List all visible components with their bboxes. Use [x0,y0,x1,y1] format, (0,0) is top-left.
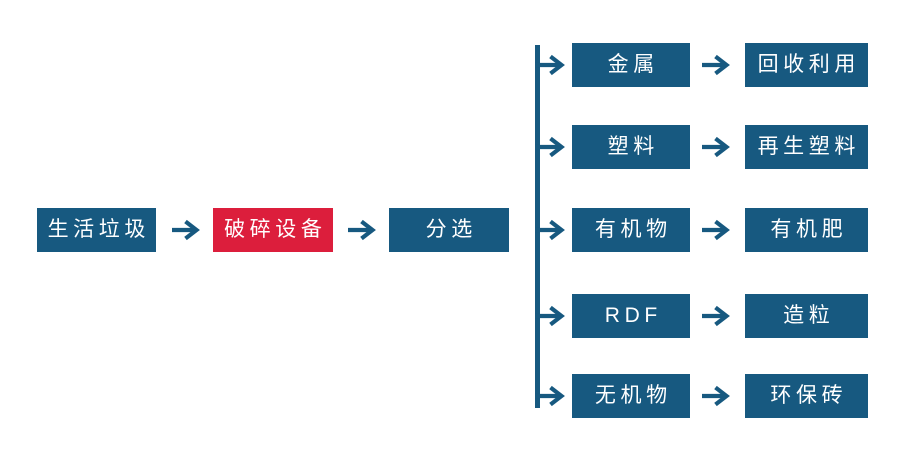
node-crushing-equipment: 破碎设备 [213,208,333,252]
branch-category-box: 塑料 [572,125,690,169]
branch-arrow-icon [535,52,567,78]
node-household-waste: 生活垃圾 [37,208,156,252]
arrow-right-icon [700,54,732,76]
branch-arrow-icon [535,303,567,329]
arrow-right-icon [700,219,732,241]
branch-result-box: 造粒 [745,294,868,338]
branch-arrow-icon [535,383,567,409]
arrow-right-icon [170,219,202,241]
branch-result-box: 回收利用 [745,43,868,87]
branch-arrow-icon [535,134,567,160]
branch-category-box: 金属 [572,43,690,87]
branch-connector-line [535,45,540,408]
branch-category-box: 无机物 [572,374,690,418]
branch-category-box: RDF [572,294,690,338]
node-sorting: 分选 [389,208,509,252]
branch-arrow-icon [535,217,567,243]
branch-result-box: 再生塑料 [745,125,868,169]
branch-category-box: 有机物 [572,208,690,252]
arrow-right-icon [700,136,732,158]
arrow-right-icon [700,305,732,327]
arrow-right-icon [700,385,732,407]
branch-result-box: 有机肥 [745,208,868,252]
arrow-right-icon [346,219,378,241]
branch-result-box: 环保砖 [745,374,868,418]
